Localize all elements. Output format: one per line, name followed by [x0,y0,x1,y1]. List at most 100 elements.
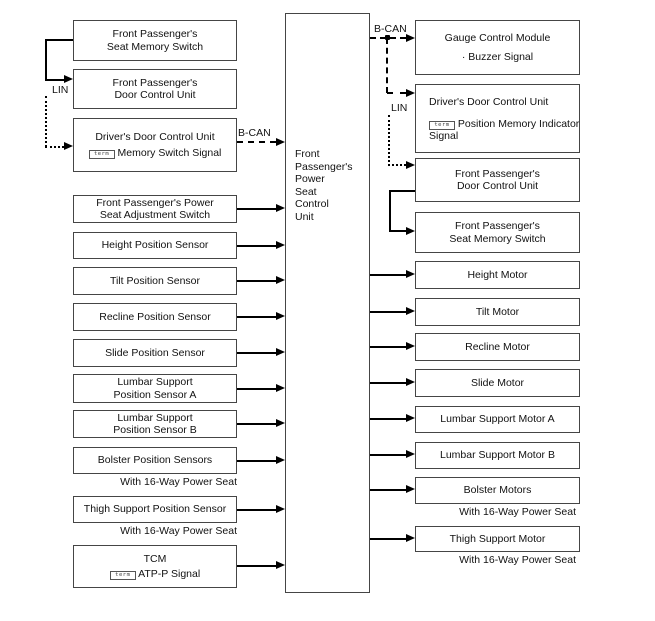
connector-line [237,388,276,390]
connector-line [237,460,276,462]
box-label: Thigh Support Motor [449,532,546,545]
box-label: Front Passenger's [455,220,540,232]
box-label: Position Sensor A [113,388,197,401]
signal-row: term Position Memory Indicator Signal [429,118,587,142]
arrowhead [406,450,415,458]
connector-line [45,79,64,81]
box-label: Height Motor [467,268,528,281]
arrowhead [276,312,285,320]
box-label: Recline Motor [465,340,530,353]
signal-label: Memory Switch Signal [117,146,222,159]
box-label: TCM [143,552,167,565]
box-label: Front Passenger's [112,76,198,89]
connector-line [237,208,276,210]
arrowhead [276,276,285,284]
arrowhead [276,384,285,392]
connector-line [389,190,415,192]
box-label: Slide Motor [470,376,525,389]
box-label: Lumbar Support Motor A [440,413,555,426]
center-unit-line: Seat [295,185,317,198]
bus-label-b-can-left: B-CAN [238,127,271,139]
center-unit-line: Control [295,198,329,211]
box-label: Gauge Control Module [444,31,551,44]
box-drivers-door-control-unit-output: Driver's Door Control Unit term Position… [415,84,580,153]
arrowhead [406,485,415,493]
b-can-dashed-line [237,141,276,143]
arrowhead [276,204,285,212]
box-power-seat-adjustment-switch: Front Passenger's Power Seat Adjustment … [73,195,237,223]
box-gauge-control-module: Gauge Control Module · Buzzer Signal [415,20,580,75]
connector-line [237,565,276,567]
arrowhead [276,138,285,146]
connector-line [237,423,276,425]
b-can-dashed-line [386,38,388,93]
box-label: Slide Position Sensor [105,346,205,359]
arrowhead [406,342,415,350]
box-thigh-support-position-sensor: Thigh Support Position Sensor [73,496,237,523]
box-lumbar-support-position-sensor-b: Lumbar Support Position Sensor B [73,410,237,438]
box-tcm: TCM term ATP-P Signal [73,545,237,588]
connector-line [237,280,276,282]
signal-label: Position Memory Indicator Signal [429,117,580,142]
box-bolster-position-sensors: Bolster Position Sensors [73,447,237,474]
box-recline-position-sensor: Recline Position Sensor [73,303,237,331]
box-recline-motor: Recline Motor [415,333,580,361]
connector-line [370,311,406,313]
box-slide-position-sensor: Slide Position Sensor [73,339,237,367]
connector-line [237,245,276,247]
arrowhead [406,534,415,542]
box-label: Bolster Position Sensors [97,454,213,467]
box-label: Lumbar Support [117,376,193,388]
box-label: Front Passenger's [455,167,540,180]
box-front-passenger-door-control-unit-input: Front Passenger's Door Control Unit [73,69,237,109]
connector-line [370,418,406,420]
box-tilt-motor: Tilt Motor [415,298,580,326]
arrowhead [406,307,415,315]
box-label: Door Control Unit [114,89,196,101]
box-label: Driver's Door Control Unit [429,96,549,108]
box-label: Front Passenger's [112,28,198,40]
box-lumbar-support-motor-b: Lumbar Support Motor B [415,442,580,469]
box-slide-motor: Slide Motor [415,369,580,397]
center-unit-line: Front [295,148,320,160]
box-thigh-support-motor: Thigh Support Motor [415,526,580,552]
arrowhead [406,227,415,235]
box-tilt-position-sensor: Tilt Position Sensor [73,267,237,295]
arrowhead [276,419,285,427]
center-unit-label: Front Passenger's Power Seat Control Uni… [286,14,354,224]
connector-line [370,538,406,540]
arrowhead [406,161,415,169]
box-label: Door Control Unit [456,180,539,192]
arrowhead [276,505,285,513]
b-can-dashed-line [387,92,406,94]
center-unit-line: Unit [295,210,314,223]
box-drivers-door-control-unit-input: Driver's Door Control Unit term Memory S… [73,118,237,172]
box-bolster-motors: Bolster Motors [415,477,580,504]
caption-with-16-way-power-seat: With 16-Way Power Seat [459,506,576,518]
arrowhead [406,270,415,278]
connector-line [370,382,406,384]
signal-row: term ATP-P Signal [109,568,200,581]
box-label: Recline Position Sensor [99,310,211,323]
connector-line [45,39,73,41]
box-label: Lumbar Support [117,411,193,424]
caption-with-16-way-power-seat: With 16-Way Power Seat [120,525,237,537]
box-label: Driver's Door Control Unit [95,131,215,143]
arrowhead [406,414,415,422]
box-label: Seat Adjustment Switch [99,209,211,221]
arrowhead [64,142,73,150]
connector-line [237,316,276,318]
arrowhead [276,241,285,249]
box-front-passenger-seat-memory-switch-input: Front Passenger's Seat Memory Switch [73,20,237,61]
connector-line [237,352,276,354]
bus-label-lin-right: LIN [391,102,408,114]
caption-with-16-way-power-seat: With 16-Way Power Seat [120,476,237,488]
terminal-icon: term [88,149,115,159]
lin-dotted-line [388,115,390,166]
bus-label-b-can-right: B-CAN [374,23,407,35]
bus-label-lin-left: LIN [52,84,69,96]
arrowhead [276,456,285,464]
box-label: Position Sensor B [113,424,197,436]
lin-dotted-line [388,164,406,166]
